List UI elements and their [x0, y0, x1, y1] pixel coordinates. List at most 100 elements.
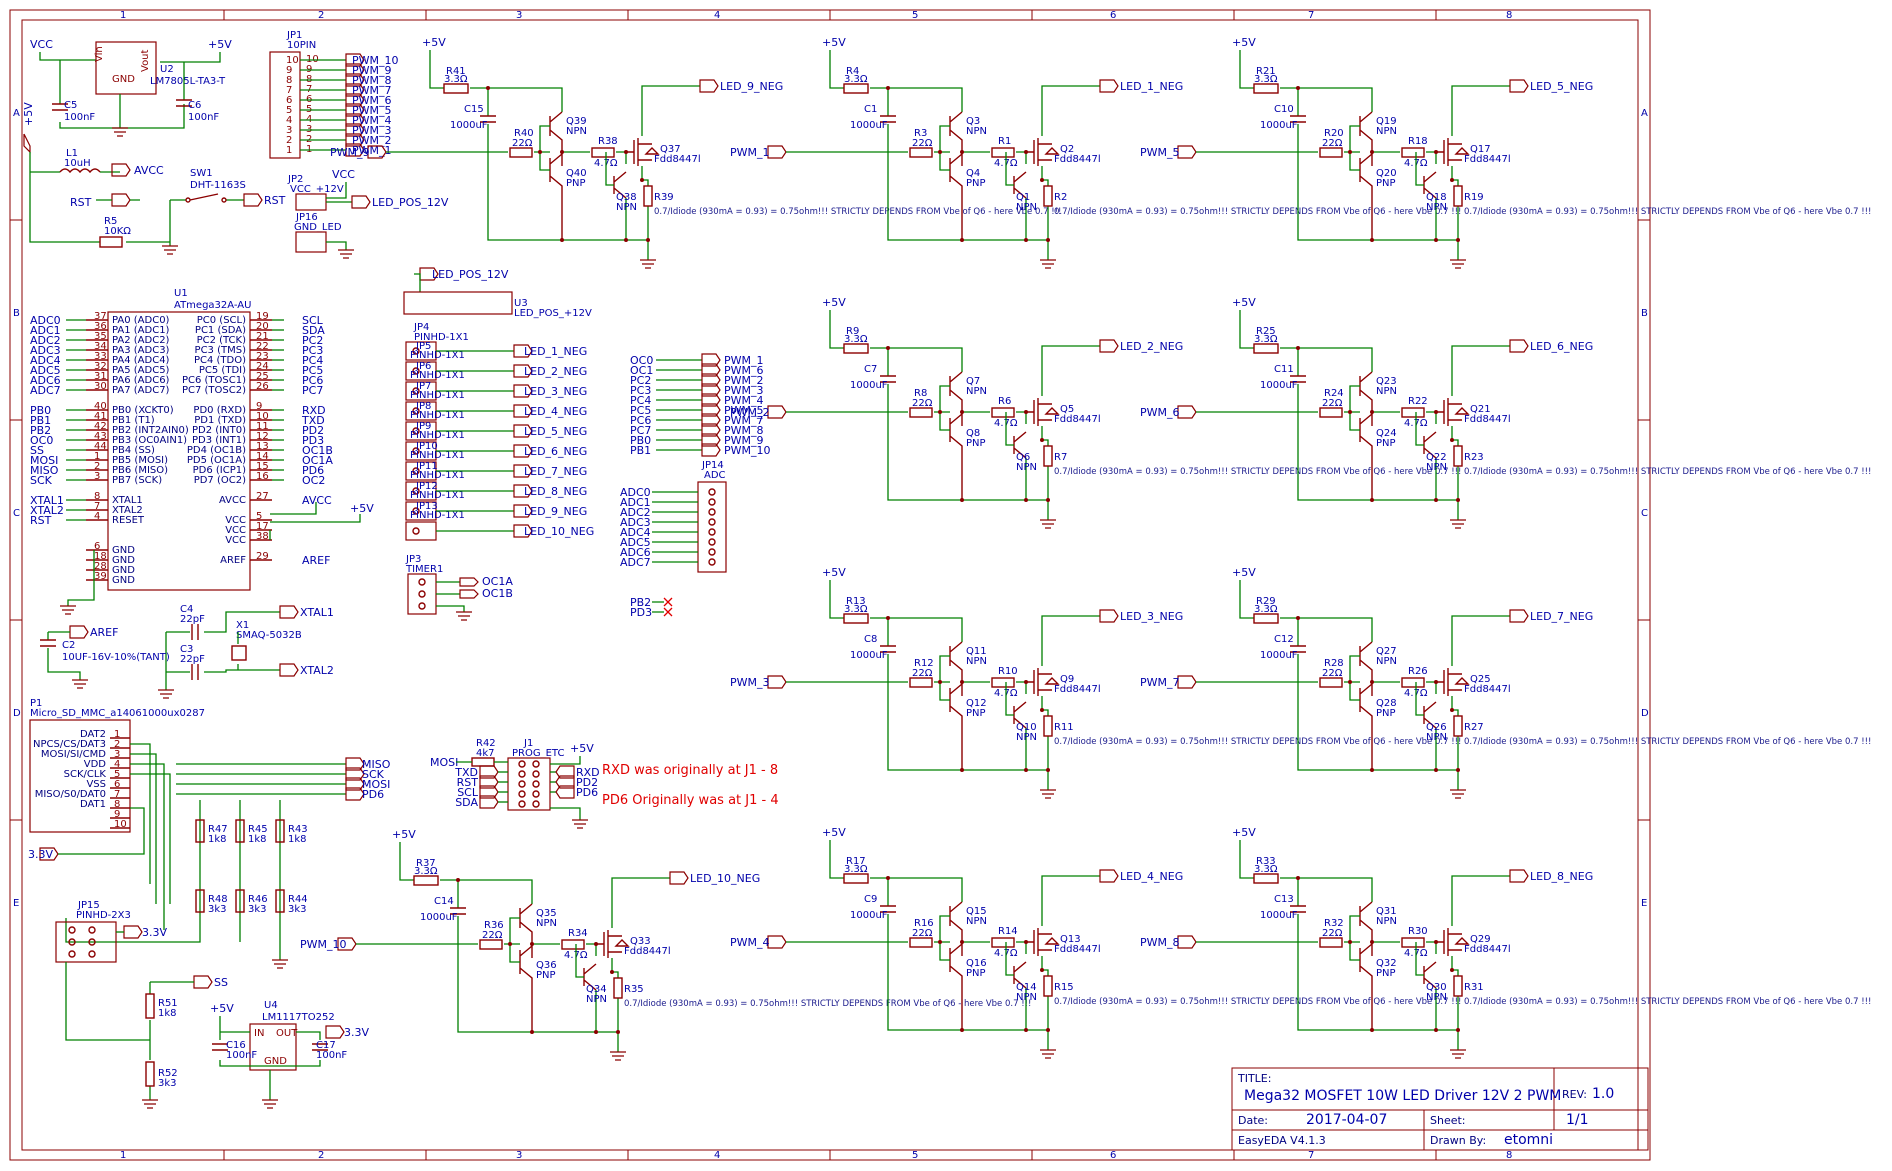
r5-ref: R5 — [104, 216, 117, 227]
driver-rs-ref: R2 — [1054, 192, 1067, 203]
driver-qm-ref: Q9 — [1060, 674, 1074, 685]
u1-pin-name: PB4 (SS) — [112, 445, 155, 456]
portlist-right: PWM_8 — [724, 424, 764, 437]
u1-pin-num: 42 — [94, 421, 107, 432]
jp3-net-oc1a: OC1A — [482, 575, 513, 588]
driver-pwm-net: PWM_5 — [1140, 146, 1180, 159]
power-supply-section: VCC +5V Vin GND Vout U2 LM7805L-TA3-T C5… — [30, 38, 232, 137]
driver-qs-ref: Q18 — [1426, 192, 1447, 203]
driver-rb-ref: R28 — [1324, 658, 1344, 669]
driver-c-ref: C12 — [1274, 634, 1294, 645]
net-port-flag — [513, 344, 533, 358]
driver-c-ref: C9 — [864, 894, 877, 905]
driver-pwm-net: PWM_8 — [1140, 936, 1180, 949]
driver-rg-val: 3.3Ω — [1254, 604, 1278, 615]
driver-qa-ref: Q31 — [1376, 906, 1397, 917]
u1-net-left: ADC3 — [30, 344, 61, 357]
driver-qb-type: PNP — [536, 970, 556, 981]
net-port-flag — [513, 464, 533, 478]
u1-net-left: SCK — [30, 474, 53, 487]
portlist-left: PC2 — [630, 374, 651, 387]
u1-net-left: XTAL1 — [30, 494, 64, 507]
jp1-pin-inner: 5 — [286, 105, 292, 116]
column-label-bottom: 8 — [1506, 1150, 1512, 1161]
u2-part: LM7805L-TA3-T — [150, 76, 226, 87]
sd-pin-num: 9 — [114, 809, 120, 820]
u1-vcc-name: VCC — [225, 535, 246, 546]
sd-pin-name: VSS — [86, 779, 106, 790]
driver-pwm-net: PWM_10 — [300, 938, 347, 951]
c4-ref: C4 — [180, 604, 193, 615]
jp4-item-ref: JP6 — [415, 361, 431, 372]
u1-net-left: ADC2 — [30, 334, 61, 347]
jp2-label: VCC_+12V — [290, 184, 344, 195]
led-driver-channel: +5VR373.3ΩC141000uFPWM_10R3622ΩQ35NPNQ36… — [300, 828, 1031, 1061]
crystal-section: C4 22pF C3 22pF X1 SMAQ-5032B XTAL1 XTAL… — [40, 604, 334, 699]
r51-ref: R51 — [158, 998, 178, 1009]
jp1-net: PWM_4 — [352, 114, 392, 127]
r44-ref: R44 — [288, 894, 308, 905]
driver-note: 0.7/Idiode (930mA = 0.93) = 0.75ohm!!! S… — [654, 207, 1061, 217]
u1-ref: U1 — [174, 288, 188, 299]
u1-pin-num: 8 — [94, 491, 100, 502]
driver-rb-ref: R3 — [914, 128, 927, 139]
driver-pwm-net: PWM_9 — [330, 146, 370, 159]
j1-left-net: RST — [457, 776, 479, 789]
u1-net-right: SCL — [302, 314, 324, 327]
jp4-led-net: LED_9_NEG — [524, 505, 587, 518]
driver-plus5v: +5V — [1232, 36, 1256, 49]
driver-rb-ref: R36 — [484, 920, 504, 931]
u1-vcc-num: 38 — [256, 531, 269, 542]
jp4-part: PINHD-1X1 — [414, 332, 469, 343]
driver-qb-type: PNP — [1376, 968, 1396, 979]
u1-gnd-name: GND — [112, 555, 135, 566]
l1-ref: L1 — [66, 148, 78, 159]
driver-rg-ref: R13 — [846, 596, 866, 607]
j1-right-net: PD2 — [576, 776, 598, 789]
u1-net-left: PB0 — [30, 404, 51, 417]
sd-pin-num: 8 — [114, 799, 120, 810]
title-label: TITLE: — [1237, 1072, 1271, 1085]
driver-rs-ref: R19 — [1464, 192, 1484, 203]
u1-part: ATmega32A-AU — [174, 300, 251, 311]
u1-vcc-num: 17 — [256, 521, 269, 532]
net-port-flag — [1177, 405, 1197, 419]
driver-led-net: LED_8_NEG — [1530, 870, 1593, 883]
r42-val: 4k7 — [476, 748, 495, 759]
title-text: Mega32 MOSFET 10W LED Driver 12V 2 PWM — [1244, 1088, 1561, 1104]
driver-rg-ref: R37 — [416, 858, 436, 869]
driver-qa-ref: Q3 — [966, 116, 980, 127]
jp1-net: PWM_5 — [352, 104, 392, 117]
sw1-part: DHT-1163S — [190, 180, 246, 191]
u1-pin-name: PB1 (T1) — [112, 415, 155, 426]
xtal2-net: XTAL2 — [300, 664, 334, 677]
driver-plus5v: +5V — [1232, 566, 1256, 579]
u1-pin-name: PC3 (TMS) — [195, 345, 247, 356]
jp1-pin-inner: 4 — [286, 115, 292, 126]
jp1-pin-inner: 3 — [286, 125, 292, 136]
portlist-right: PWM_10 — [724, 444, 771, 457]
jp14-part: ADC — [704, 470, 726, 481]
driver-plus5v: +5V — [822, 36, 846, 49]
jp4-item-part: PINHD-1X1 — [410, 390, 465, 401]
u1-net-left: SS — [30, 444, 44, 457]
u1-pin-num: 10 — [256, 411, 269, 422]
u1-pin-num: 12 — [256, 431, 269, 442]
driver-qs-ref: Q34 — [586, 984, 607, 995]
driver-qm-ref: Q2 — [1060, 144, 1074, 155]
led-driver-channel: +5VR253.3ΩC111000uFPWM_6R2422ΩQ23NPNQ24P… — [1140, 296, 1871, 529]
c4-val: 22pF — [180, 614, 205, 625]
u1-gnd-name: GND — [112, 545, 135, 556]
u1-net-right: PC5 — [302, 364, 323, 377]
driver-rm-ref: R6 — [998, 396, 1011, 407]
u1-pin-num: 11 — [256, 421, 269, 432]
c16-ref: C16 — [226, 1040, 246, 1051]
column-label-bottom: 5 — [912, 1150, 918, 1161]
u1-pin-name: PC5 (TDI) — [199, 365, 246, 376]
jp15-part: PINHD-2X3 — [76, 910, 131, 921]
jp3-net-oc1b: OC1B — [482, 587, 513, 600]
driver-rm-ref: R18 — [1408, 136, 1428, 147]
net-port-flag — [767, 675, 787, 689]
